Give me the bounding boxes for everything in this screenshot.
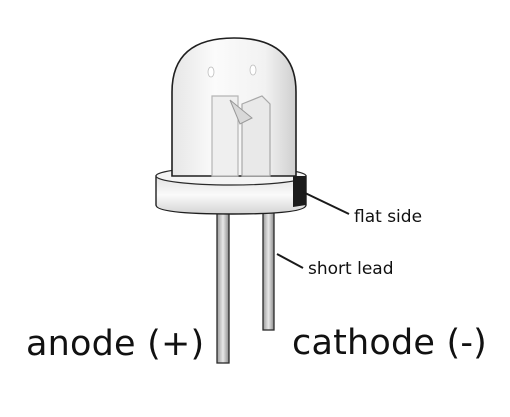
flat-side-pointer [302, 191, 350, 215]
led-flange [155, 166, 307, 215]
cathode-lead [262, 207, 275, 331]
anode-label: anode (+) [26, 324, 205, 364]
short-lead-label: short lead [308, 259, 394, 279]
flat-side-marker [293, 176, 306, 207]
led-leads [216, 207, 275, 364]
anode-lead [216, 207, 230, 364]
flat-side-label: flat side [354, 207, 423, 227]
led-dome [171, 37, 297, 177]
short-lead-pointer [276, 253, 304, 269]
cathode-label: cathode (-) [292, 323, 488, 363]
